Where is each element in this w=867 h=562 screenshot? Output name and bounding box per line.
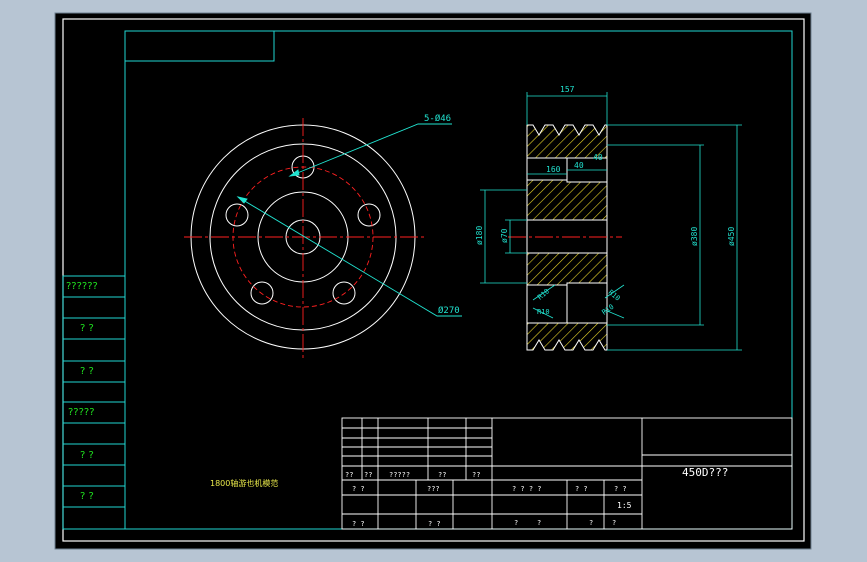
side-table-row-6: ? ? xyxy=(80,491,94,502)
mid-label-3: ? ? xyxy=(614,485,627,493)
hole-leader xyxy=(289,123,452,177)
top-left-label-box xyxy=(125,31,275,62)
mid-label-6: ? xyxy=(589,519,593,527)
title-block xyxy=(341,417,793,530)
sign-label-1: ? ? xyxy=(352,485,365,493)
sign-label-2: ??? xyxy=(427,485,440,493)
side-table-row-4: ????? xyxy=(68,407,95,418)
pitch-leader xyxy=(237,196,462,317)
lightening-hole-5 xyxy=(225,203,249,227)
dim-bore-dia: ø70 xyxy=(500,228,509,243)
sign-label-3: ? ? xyxy=(352,520,365,528)
front-leaders xyxy=(236,123,462,317)
drawing-note: 1800轴游也机模范 xyxy=(210,478,278,488)
upper-left-cutout xyxy=(526,157,568,181)
rev-header-3: ????? xyxy=(389,471,410,479)
radius-label-2: R10 xyxy=(537,308,550,316)
side-table-row-2: ? ? xyxy=(80,323,94,334)
section-dimensions xyxy=(480,92,742,351)
mid-label-4: ? xyxy=(514,519,518,527)
mid-label-1: ? ? ? ? xyxy=(512,485,542,493)
lightening-hole-3 xyxy=(332,281,356,305)
dim-top-width: 157 xyxy=(560,85,575,94)
side-table-row-3: ? ? xyxy=(80,366,94,377)
bore-void xyxy=(526,219,608,254)
dim-hub-dia: ø180 xyxy=(475,226,484,245)
lightening-hole-4 xyxy=(250,281,274,305)
mid-label-5: ? xyxy=(537,519,541,527)
title-block-scale: 1:5 xyxy=(617,501,632,510)
hole-callout-label: 5-Ø46 xyxy=(424,113,451,124)
sign-label-4: ? ? xyxy=(428,520,441,528)
dim-hub-step: 40 xyxy=(574,161,584,170)
mid-label-2: ? ? xyxy=(575,485,588,493)
side-table-row-1: ?????? xyxy=(66,281,98,292)
rev-header-5: ?? xyxy=(472,471,480,479)
dim-outer-dia: ø450 xyxy=(727,227,736,246)
mid-label-7: ? xyxy=(612,519,616,527)
side-table xyxy=(62,275,126,530)
dim-inner-dia: ø380 xyxy=(690,227,699,246)
lower-left-cutout xyxy=(526,284,568,324)
lightening-hole-2 xyxy=(357,203,381,227)
lower-cutout xyxy=(566,282,608,324)
drawing-sheet xyxy=(54,12,812,550)
dim-groove: 40 xyxy=(593,153,603,162)
pitch-circle-label: Ø270 xyxy=(438,305,460,316)
hub-lower-section xyxy=(526,252,608,286)
side-table-row-5: ? ? xyxy=(80,450,94,461)
rev-header-2: ?? xyxy=(364,471,372,479)
title-block-title: 450D??? xyxy=(682,466,728,479)
front-centerlines xyxy=(184,118,424,360)
hub-upper-section xyxy=(526,179,608,221)
dim-hub-width: 160 xyxy=(546,165,561,174)
rev-header-4: ?? xyxy=(438,471,446,479)
rev-header-1: ?? xyxy=(345,471,353,479)
